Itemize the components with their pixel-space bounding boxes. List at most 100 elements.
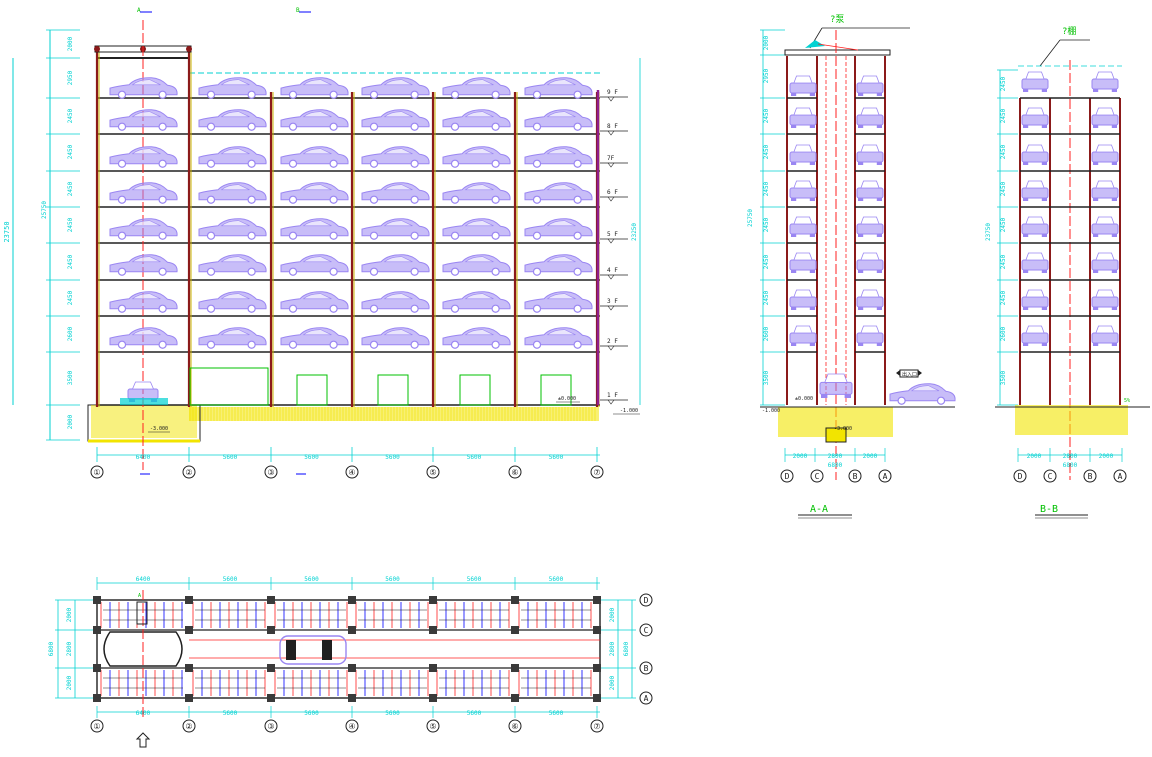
grid-bubble-elev-label: ⑥: [511, 468, 518, 477]
car-icon: [442, 291, 511, 313]
car-icon: [109, 146, 178, 168]
car-wheel: [369, 90, 379, 99]
plan-column-node: [348, 596, 356, 604]
aa-car-icon: [789, 180, 817, 201]
car-front-body: [856, 114, 884, 126]
car-wheel: [410, 231, 419, 240]
car-wheel: [532, 122, 542, 131]
aa-car-icon: [856, 75, 884, 96]
car-body: [198, 109, 267, 128]
car-wheel: [573, 122, 582, 131]
dim-floor-height: 3500: [67, 370, 74, 385]
car-front-wheel: [1093, 125, 1099, 128]
aa-car-icon: [789, 216, 817, 237]
car-icon: [109, 109, 178, 131]
aa-axis-bubble-label: B: [853, 472, 858, 481]
car-wheel: [206, 195, 216, 204]
car-wheel: [158, 122, 167, 131]
car-window: [383, 79, 413, 86]
grid-bubble-elev: [90, 465, 104, 479]
plan-axis-bubble: [639, 691, 653, 705]
car-icon: [198, 327, 267, 349]
plan-column-node: [267, 664, 275, 672]
grid-bubble-elev: [508, 465, 522, 479]
car-wheel: [532, 231, 542, 240]
car-front-body: [856, 82, 884, 94]
dim-floor-height: 2450: [67, 254, 74, 269]
car-front-wheel: [1023, 343, 1029, 346]
car-wheel: [329, 231, 338, 240]
car-front-wheel: [876, 234, 882, 237]
plan-right-total: 6800: [623, 641, 630, 656]
car-wheel: [410, 122, 419, 131]
floor-marker: [607, 196, 615, 202]
car-front-wheel: [1093, 343, 1099, 346]
car-front-body: [789, 82, 817, 94]
car-front-body: [1091, 187, 1119, 199]
section-mark-top: A: [137, 7, 141, 14]
car-window: [302, 79, 332, 86]
dim-aa-height: 2450: [763, 144, 770, 159]
dim-floor-height: 2450: [67, 108, 74, 123]
door-outline: [296, 374, 328, 406]
car-body: [198, 182, 267, 201]
car-icon: [361, 254, 430, 276]
floor-marker: [607, 96, 615, 102]
aa-dim: 2000: [863, 453, 878, 460]
car-wheel: [329, 122, 338, 131]
car-body: [280, 182, 349, 201]
grid-bubble-elev: [345, 465, 359, 479]
plan-grid-bubble-label: ⑤: [429, 722, 436, 731]
car-front-wheel: [791, 270, 797, 273]
car-wheel: [369, 231, 379, 240]
car-wheel: [247, 267, 256, 276]
car-front-wheel: [1041, 270, 1047, 273]
car-front-roof: [860, 75, 880, 84]
car-wheel: [491, 304, 500, 313]
car-body: [524, 77, 593, 96]
dim-bb-height: 2450: [1000, 108, 1007, 123]
car-front-body: [789, 114, 817, 126]
bb-car-icon: [1091, 71, 1119, 92]
car-wheel: [450, 267, 460, 276]
grid-bubble-elev: [426, 465, 440, 479]
car-wheel: [117, 231, 127, 240]
plan-column-node: [593, 664, 601, 672]
aa-roof-slope: [817, 43, 859, 51]
car-wheel: [206, 159, 216, 168]
car-icon: [109, 291, 178, 313]
grid-bubble-elev-label: ③: [267, 468, 274, 477]
plan-column-node: [93, 694, 101, 702]
plan-car-window: [286, 640, 296, 660]
car-front-wheel: [1093, 162, 1099, 165]
car-window: [302, 256, 332, 263]
plan-column-node: [267, 626, 275, 634]
level-neg1: -1.000: [620, 408, 638, 414]
car-wheel: [206, 122, 216, 131]
car-window: [464, 148, 494, 155]
car-wheel: [117, 195, 127, 204]
car-front-wheel: [1041, 125, 1047, 128]
car-window: [220, 111, 250, 118]
car-window: [464, 329, 494, 336]
door-outline: [459, 374, 491, 406]
car-wheel: [288, 304, 298, 313]
car-wheel: [491, 340, 500, 349]
grid-bubble-elev: [590, 465, 604, 479]
car-body: [442, 218, 511, 237]
car-wheel: [532, 304, 542, 313]
aa-car-icon: [789, 107, 817, 128]
grid-bubble-elev: [182, 465, 196, 479]
car-icon: [198, 254, 267, 276]
plan-grid-bubble: [590, 719, 604, 733]
car-front-wheel: [1041, 343, 1047, 346]
plan-dim-top-label: 6400: [136, 576, 151, 583]
plan-column-node: [267, 596, 275, 604]
car-window: [131, 79, 161, 86]
dim-aa-height: 2600: [763, 326, 770, 341]
bb-axis-bubble: [1083, 469, 1097, 483]
bb-car-icon: [1021, 325, 1049, 346]
dim-floor-height: 2450: [67, 144, 74, 159]
plan-turntable: [103, 631, 183, 667]
car-body: [442, 146, 511, 165]
